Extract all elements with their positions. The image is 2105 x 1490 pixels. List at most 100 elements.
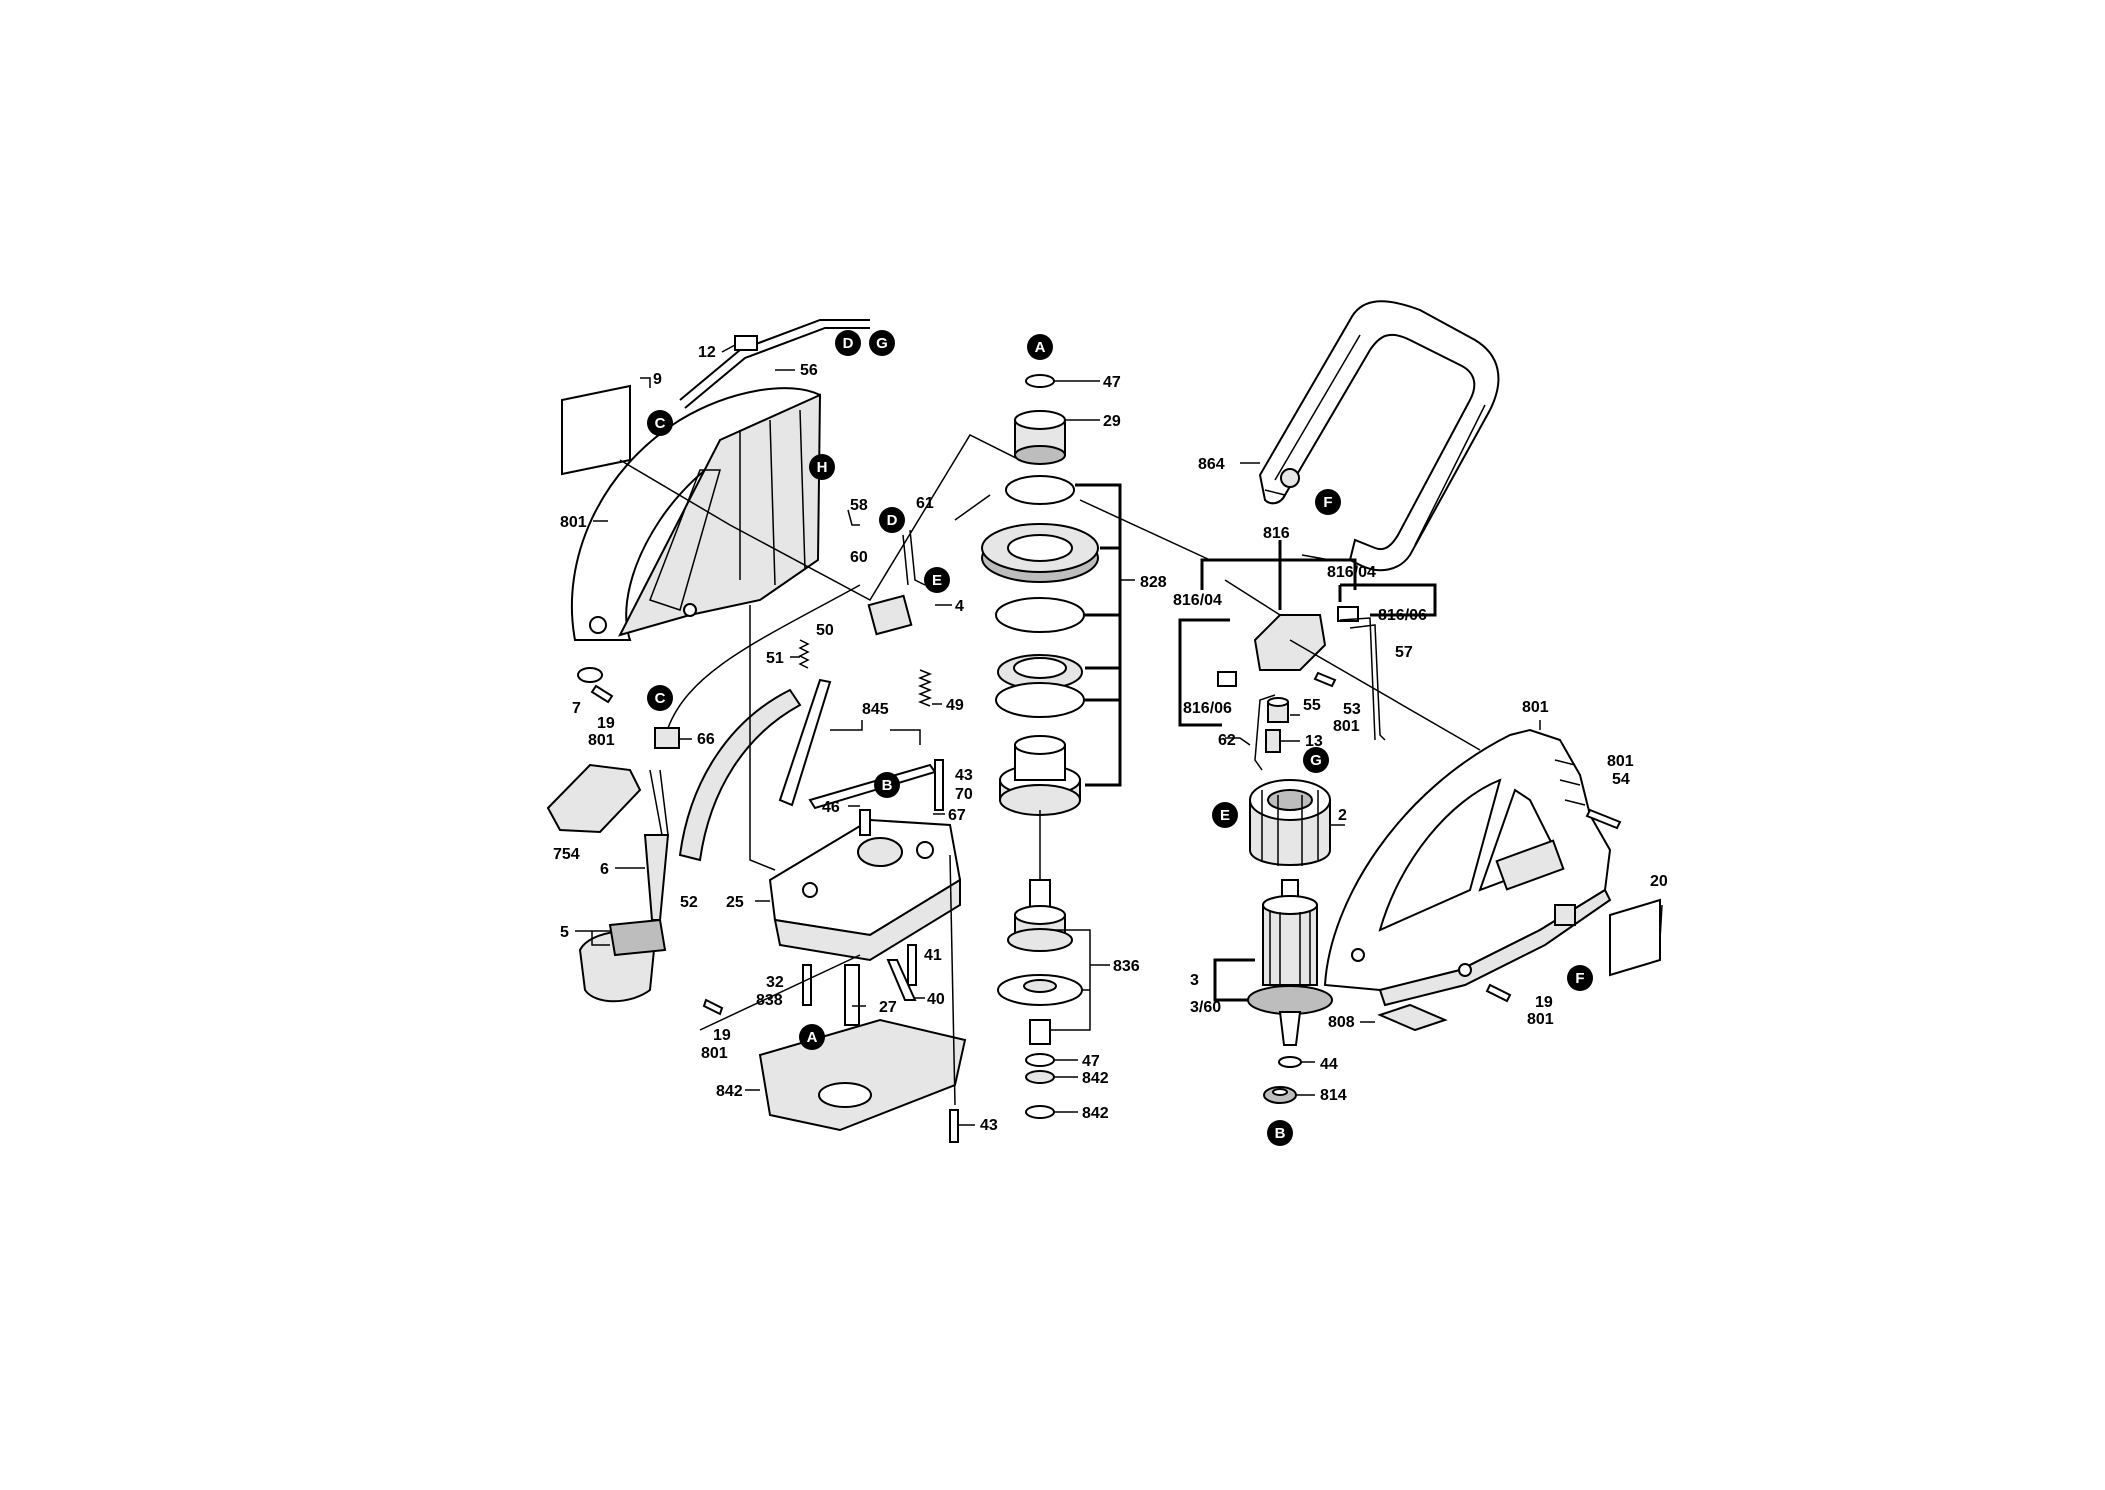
label-67: 67 [948,807,966,824]
label-plate-808 [1377,1003,1448,1032]
svg-text:E: E [1220,807,1230,824]
pin-46 [859,809,871,836]
label-801-left-shell: 801 [560,514,587,531]
label-19-upper-left: 19 [597,715,615,732]
label-47-bottom: 47 [1082,1053,1100,1070]
screw-19-right [1485,983,1512,1003]
label-19-lower-left: 19 [713,1027,731,1044]
marker-g-top: G [869,330,895,356]
part-labels: 9 12 56 801 58 61 60 4 7 19 801 66 50 51… [553,344,1668,1134]
svg-text:F: F [1323,494,1332,511]
marker-d-mid: D [879,507,905,533]
washer-47-bottom [1025,1053,1055,1067]
spacer-ring [995,682,1085,718]
label-66: 66 [697,731,715,748]
curved-guard-52 [678,688,802,862]
marker-g-right: G [1303,747,1329,773]
brush-13 [1265,729,1281,753]
spring-58 [847,509,860,526]
svg-text:B: B [882,777,893,794]
label-816-06-left: 816/06 [1183,700,1232,717]
label-801-upper-left: 801 [588,732,615,749]
marker-b-right: B [1267,1120,1293,1146]
screw-43-bottom [949,1109,959,1143]
switch-lever-50 [778,678,832,807]
bracket-816-04-right [1338,583,1437,617]
washer-7 [577,667,603,683]
label-801-screw-54: 801 [1607,753,1634,770]
label-43-upper: 43 [955,767,973,784]
svg-text:H: H [817,459,828,476]
washer-842-b [1025,1105,1055,1119]
label-40: 40 [927,991,945,1008]
label-41: 41 [924,947,942,964]
screw-19-bottom [702,998,724,1016]
label-52: 52 [680,894,698,911]
lever-40 [886,959,917,1001]
svg-text:B: B [1275,1125,1286,1142]
bearing-814 [1263,1086,1297,1104]
screw-54 [1585,808,1622,830]
label-44: 44 [1320,1056,1338,1073]
brush-holder-55 [1267,697,1289,723]
label-754: 754 [553,846,580,863]
svg-text:G: G [876,335,888,352]
label-20: 20 [1650,873,1668,890]
label-leaders [575,344,1260,1126]
label-801-lower-left: 801 [701,1045,728,1062]
label-49: 49 [946,697,964,714]
blade-hub-836 [997,879,1083,1045]
label-60: 60 [850,549,868,566]
label-43-lower: 43 [980,1117,998,1134]
label-46: 46 [822,799,840,816]
cable-grip-754 [546,763,642,834]
pin-32 [802,964,812,1006]
label-19-lower-right: 19 [1535,994,1553,1011]
label-32: 32 [766,974,784,991]
switch-4 [867,594,913,636]
svg-text:D: D [887,512,898,529]
circlip [1005,475,1075,505]
stator-2 [1249,779,1331,866]
washer-44 [1278,1056,1302,1068]
label-plate-9 [561,384,631,476]
label-25: 25 [726,894,744,911]
washer-47-top [1025,374,1055,388]
label-70: 70 [955,786,973,803]
right-housing-shell [1323,728,1612,1007]
screw-43-top [934,759,944,811]
marker-f-handle: F [1315,489,1341,515]
label-plate-20 [1609,898,1661,977]
marker-e-mid: E [924,567,950,593]
label-5: 5 [560,924,569,941]
label-828: 828 [1140,574,1167,591]
left-housing-shell [570,387,822,641]
label-808: 808 [1328,1014,1355,1031]
label-3: 3 [1190,972,1199,989]
label-2: 2 [1338,807,1347,824]
label-58: 58 [850,497,868,514]
label-842-cover: 842 [716,1083,743,1100]
wire-harness-12 [679,319,870,409]
label-836: 836 [1113,958,1140,975]
label-55: 55 [1303,697,1321,714]
gear-housing-25 [768,818,962,962]
label-57: 57 [1395,644,1413,661]
handle-864 [1258,300,1500,572]
plug-5 [578,918,667,1003]
label-801-upper-right: 801 [1333,718,1360,735]
svg-text:A: A [1035,339,1046,356]
svg-text:D: D [843,335,854,352]
spring-51 [798,639,810,669]
label-51: 51 [766,650,784,667]
marker-d-top: D [835,330,861,356]
label-801-lower-right: 801 [1527,1011,1554,1028]
label-7: 7 [572,700,581,717]
label-814: 814 [1320,1087,1347,1104]
cable-sleeve-6 [643,834,670,921]
washer-842-a [1025,1070,1055,1084]
bracket-816 [1200,540,1357,610]
marker-a-left: A [799,1024,825,1050]
label-12: 12 [698,344,716,361]
svg-text:G: G [1310,752,1322,769]
